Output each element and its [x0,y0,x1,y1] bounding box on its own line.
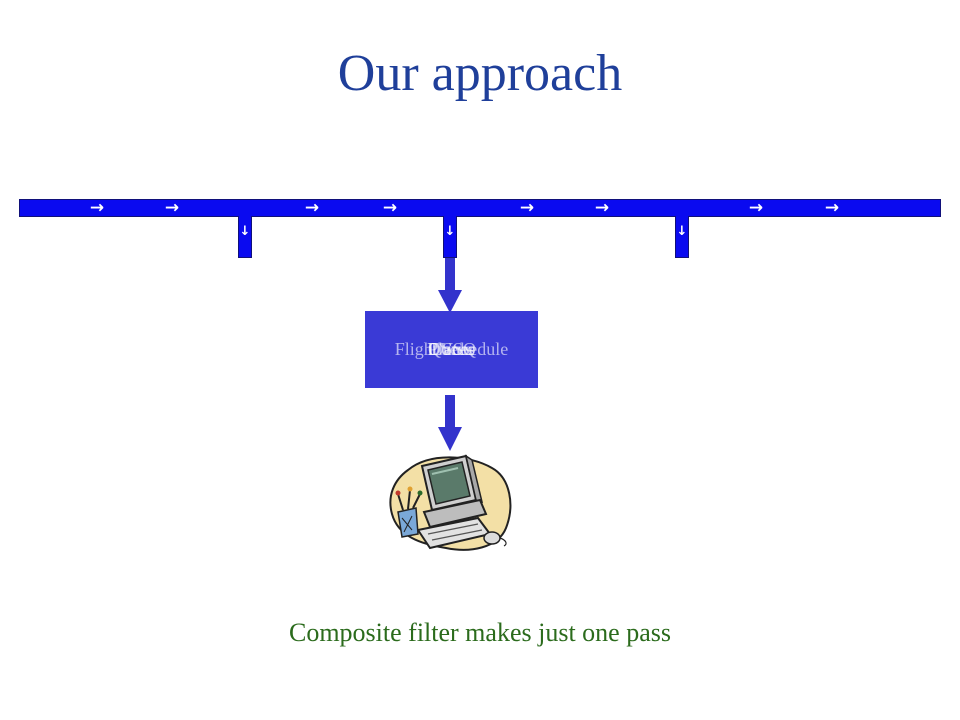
filter-label-flight-schedule: Flight Schedule [394,339,509,359]
tap-arrow-icon: ↓ [676,224,688,239]
down-arrow-icon [438,395,462,451]
bus-arrow-icon: → [304,198,320,218]
slide-caption: Composite filter makes just one pass [288,618,671,647]
bus-arrow-icon: → [824,198,840,218]
tap-arrow-icon: ↓ [444,224,456,239]
composite-filter-box: Flight Schedule Planes DVSQ Dates Queue [365,311,538,388]
computer-icon [389,454,512,551]
bus-tap-right [675,216,689,258]
bus-arrow-icon: → [594,198,610,218]
filter-label-queue: Queue [428,339,475,359]
slide-title: Our approach [337,45,623,102]
bus-tap-left [238,216,252,258]
bus-tap-center [443,216,457,258]
filter-label-dvsq: DVSQ [426,339,476,359]
filter-label-planes: Planes [428,339,475,359]
tap-arrow-icon: ↓ [239,224,251,239]
data-stream-bus [19,199,941,217]
bus-arrow-icon: → [164,198,180,218]
bus-arrow-icon: → [382,198,398,218]
down-arrow-icon [438,258,462,313]
bus-arrow-icon: → [519,198,535,218]
bus-arrow-icon: → [748,198,764,218]
bus-arrow-icon: → [89,198,105,218]
filter-label-dates: Dates [431,339,472,359]
